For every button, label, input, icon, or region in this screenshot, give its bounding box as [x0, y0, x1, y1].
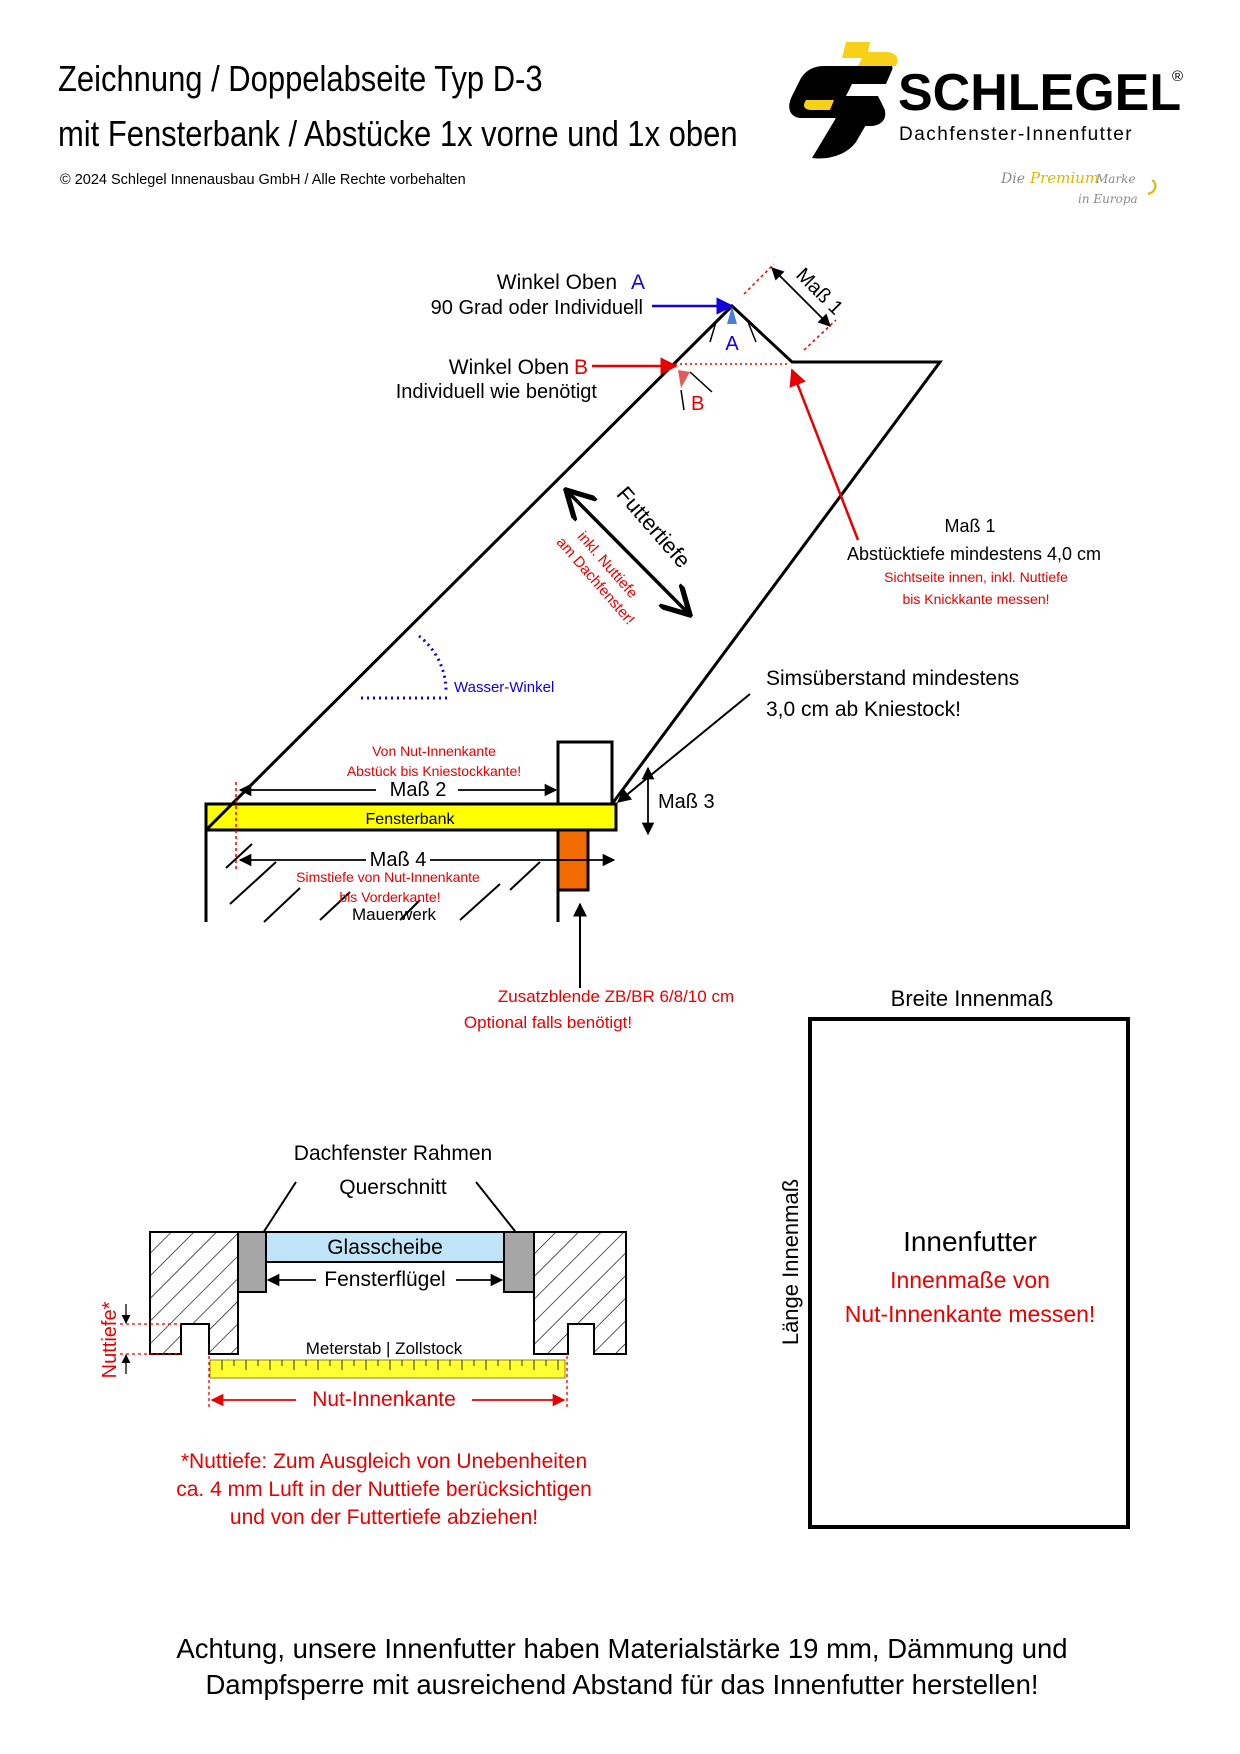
nuttiefe-label: Nuttiefe* [99, 1301, 121, 1378]
zusatzblende-line-1: Zusatzblende ZB/BR 6/8/10 cm [498, 987, 734, 1006]
footer-line-1: Achtung, unsere Innenfutter haben Materi… [176, 1633, 1067, 1664]
schlegel-logo: SCHLEGEL ® Dachfenster-Innenfutter [789, 42, 1183, 159]
fensterfluegel-label: Fensterflügel [324, 1268, 445, 1291]
winkel-b-marker-label: B [691, 393, 704, 415]
fensterbank-left-bevel [204, 802, 236, 834]
tagline-europa: in Europa [1078, 192, 1138, 206]
mass1-desc-note-1: Sichtseite innen, inkl. Nuttiefe [884, 569, 1068, 585]
wasser-winkel-label: Wasser-Winkel [454, 679, 554, 696]
breite-innenmass-label: Breite Innenmaß [891, 986, 1054, 1011]
mass2-note-2: Abstück bis Kniestockkante! [347, 763, 521, 779]
mass1-desc-title: Maß 1 [944, 516, 995, 536]
logo-name: SCHLEGEL [898, 64, 1181, 122]
winkel-b-subtitle: Individuell wie benötigt [396, 381, 598, 403]
winkel-a-letter: A [631, 271, 645, 294]
zusatzblende-line-2: Optional falls benötigt! [464, 1013, 632, 1032]
main-section-drawing: Fensterbank Mauerwerk A B W [204, 263, 1101, 1032]
winkel-a-marker [727, 306, 737, 324]
title-line-2: mit Fensterbank / Abstücke 1x vorne und … [58, 115, 738, 155]
tagline-marke: Marke [1095, 172, 1136, 186]
wasser-winkel-arc [418, 634, 448, 693]
frame-left-profile [149, 1231, 239, 1355]
mass3-label: Maß 3 [658, 791, 715, 813]
meterstab-ruler [209, 1359, 566, 1379]
winkel-a-subtitle: 90 Grad oder Individuell [431, 297, 643, 319]
logo-subtitle: Dachfenster-Innenfutter [899, 124, 1133, 145]
nuttiefe-note-line-3: und von der Futtertiefe abziehen! [230, 1506, 538, 1529]
footer-line-2: Dampfsperre mit ausreichend Abstand für … [205, 1669, 1038, 1700]
innenfutter-box [808, 1017, 1130, 1529]
glasscheibe-label: Glasscheibe [327, 1236, 443, 1259]
mauerwerk-outline [204, 830, 560, 922]
mass1-extension-line-2 [803, 319, 837, 351]
winkel-a-marker-label: A [725, 333, 739, 355]
mass1-desc-text: Abstücktiefe mindestens 4,0 cm [847, 544, 1101, 564]
winkel-b-tick-1 [689, 371, 713, 393]
mass4-note-2: bis Vorderkante! [339, 889, 440, 905]
title-line-1: Zeichnung / Doppelabseite Typ D-3 [58, 60, 543, 100]
winkel-a-tick-right [747, 321, 757, 343]
sash-right-gray [503, 1231, 535, 1293]
innenfutter-note-2: Nut-Innenkante messen! [845, 1301, 1096, 1327]
meterstab-label: Meterstab | Zollstock [306, 1339, 463, 1358]
laenge-innenmass-label: Länge Innenmaß [778, 1179, 803, 1345]
mass2-note-1: Von Nut-Innenkante [372, 743, 496, 759]
tagline-die: Die [1000, 171, 1025, 187]
tagline-premium: Premium [1029, 169, 1099, 187]
fensterbank-label: Fensterbank [366, 811, 456, 828]
mauerwerk-label: Mauerwerk [352, 905, 437, 924]
sims-label-line-2: 3,0 cm ab Kniestock! [766, 698, 961, 721]
logo-swoosh-black [789, 62, 893, 126]
futtertiefe-arrow [566, 490, 690, 615]
frame-section-drawing: Dachfenster Rahmen Querschnitt Glasschei… [99, 1142, 627, 1529]
sash-left-gray [237, 1231, 267, 1293]
mass4-note-1: Simstiefe von Nut-Innenkante [296, 869, 480, 885]
winkel-b-marker [678, 370, 690, 388]
copyright-text: © 2024 Schlegel Innenausbau GmbH / Alle … [60, 172, 466, 188]
innenfutter-box-drawing: Breite Innenmaß Länge Innenmaß Innenfutt… [778, 986, 1130, 1529]
futtertiefe-label: Futtertiefe [612, 482, 696, 573]
nuttiefe-note-line-2: ca. 4 mm Luft in der Nuttiefe berücksich… [176, 1478, 592, 1501]
winkel-a-title: Winkel Oben [497, 271, 617, 294]
sims-pointer-arrow [616, 693, 751, 803]
mass4-label: Maß 4 [370, 849, 427, 871]
tagline-swirl [1147, 179, 1157, 196]
glasscheibe-pane [265, 1231, 505, 1263]
winkel-a-tick-left [709, 321, 717, 343]
mass1-rotated-label: Maß 1 [791, 264, 847, 320]
nuttiefe-note-line-1: *Nuttiefe: Zum Ausgleich von Unebenheite… [181, 1450, 587, 1473]
innenfutter-title: Innenfutter [903, 1226, 1037, 1257]
winkel-b-tick-2 [680, 389, 685, 411]
mass1-pointer-arrow [789, 368, 860, 541]
winkel-b-letter: B [574, 356, 588, 379]
mass1-extension-line-1 [743, 263, 775, 295]
logo-swoosh-yellow-lower [804, 100, 834, 110]
innenfutter-note-1: Innenmaße von [890, 1267, 1050, 1293]
sims-label-line-1: Simsüberstand mindestens [766, 667, 1019, 690]
winkel-b-title: Winkel Oben [449, 356, 569, 379]
logo-swoosh-yellow [842, 42, 898, 66]
logo-registered-mark: ® [1172, 68, 1183, 85]
meterstab-ticks [221, 1360, 559, 1370]
premium-tagline: Die Premium Marke in Europa [1000, 169, 1157, 206]
rahmen-label-line-2: Querschnitt [339, 1176, 447, 1199]
logo-swoosh-tail [812, 118, 870, 159]
frame-right-profile [533, 1231, 627, 1355]
nut-innenkante-label: Nut-Innenkante [312, 1388, 456, 1411]
mass2-label: Maß 2 [390, 779, 447, 801]
mass1-desc-note-2: bis Knickkante messen! [902, 591, 1049, 607]
rahmen-label-line-1: Dachfenster Rahmen [294, 1142, 492, 1165]
mass1-dimension-arrow [771, 267, 831, 327]
